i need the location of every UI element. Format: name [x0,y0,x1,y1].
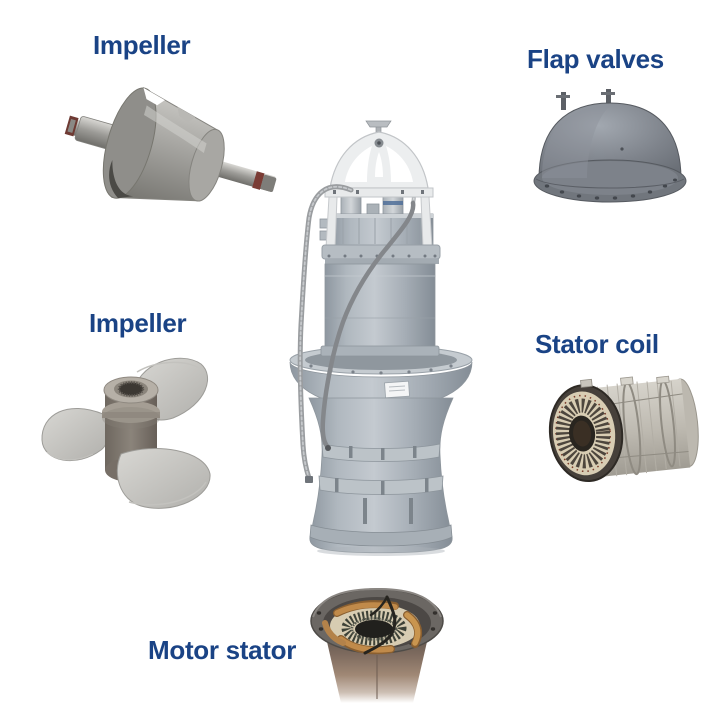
label-flap-valves: Flap valves [527,44,664,74]
figure-impeller-with-shaft [60,84,282,226]
label-impeller-mid: Impeller [89,308,187,338]
lifting-bracket [324,120,434,249]
submersible-pump-illustration [289,120,473,556]
label-impeller-top: Impeller [93,30,191,60]
figure-stator-coil [536,371,702,492]
flap-valve-illustration [533,89,687,203]
figure-flap-valve [527,87,693,208]
label-motor-stator: Motor stator [148,635,297,665]
figure-submersible-pump [263,110,481,565]
axial-impeller-illustration [41,357,211,509]
stator-front-windings [548,378,624,483]
motor-stator-illustration [310,587,444,703]
stator-coil-illustration [548,375,699,483]
junction-housing [319,213,434,247]
hinge-brackets [556,89,615,110]
label-stator-coil: Stator coil [535,329,659,359]
motor-housing [320,263,440,357]
figure-axial-impeller [33,354,217,517]
suction-bell [308,397,454,556]
nameplate [384,380,410,399]
power-cables [297,184,416,483]
impeller-with-shaft-illustration [64,87,277,202]
figure-motor-stator [307,577,449,705]
